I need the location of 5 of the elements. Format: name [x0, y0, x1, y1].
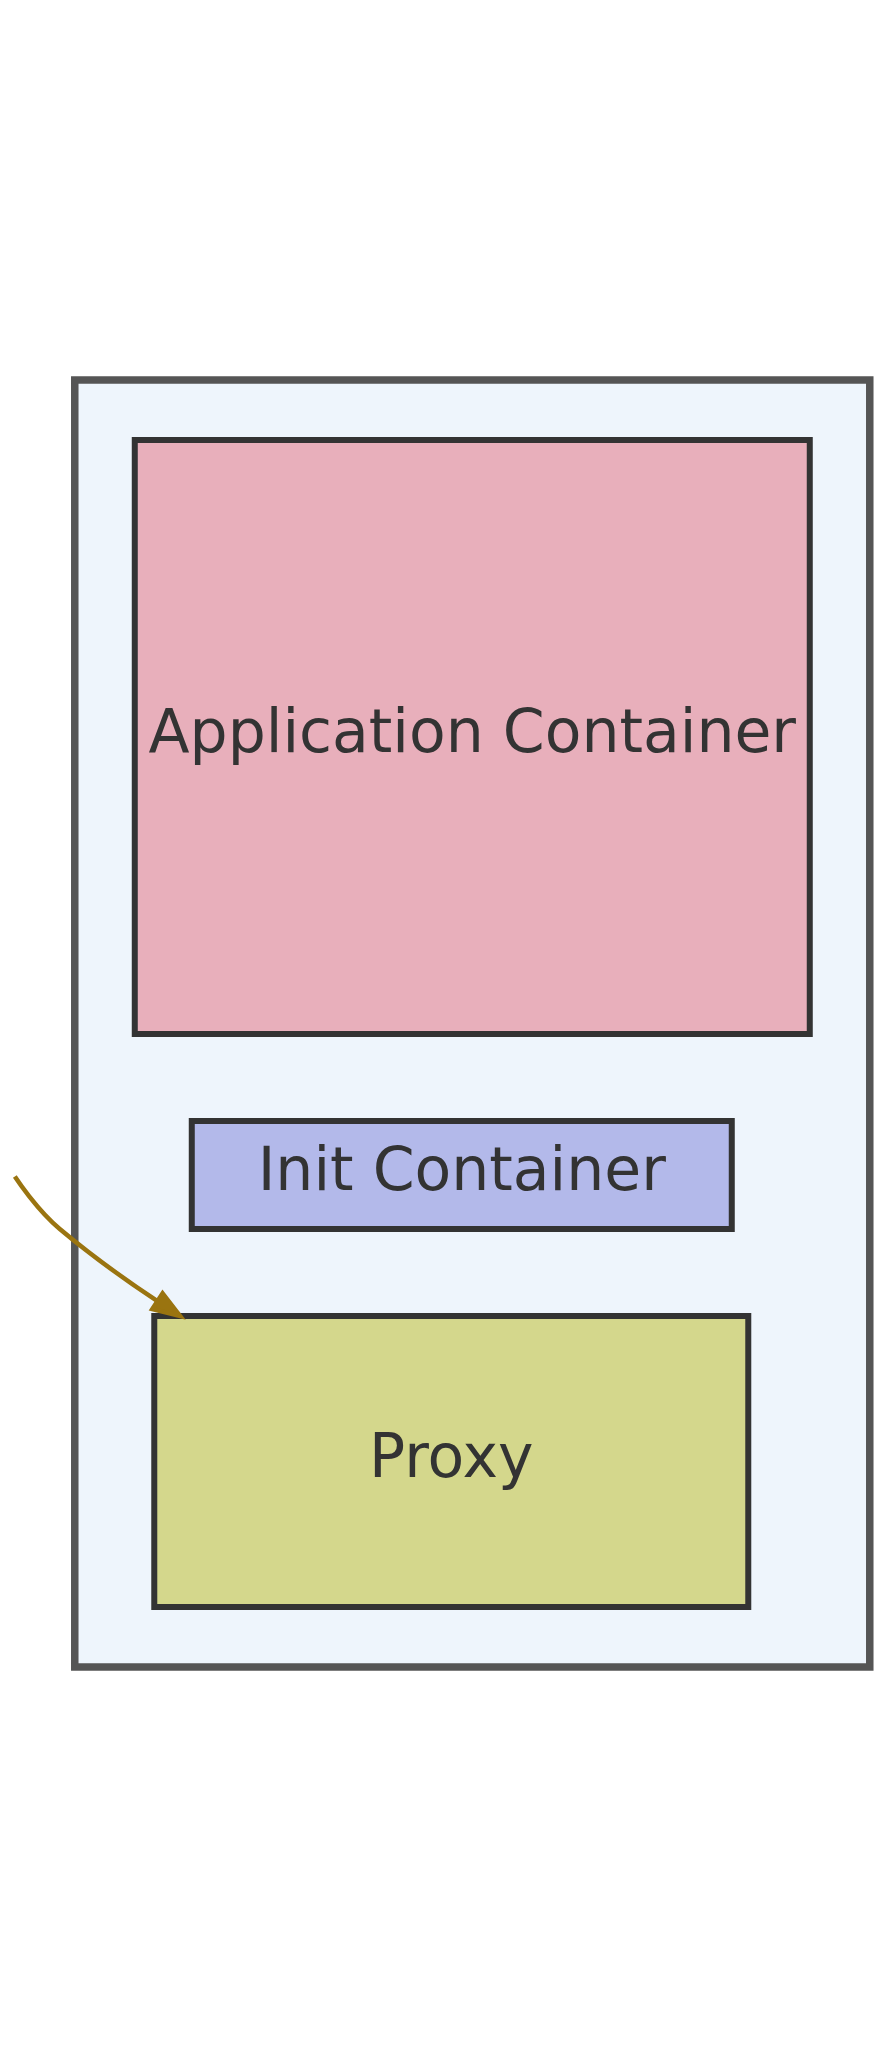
node-box: Init Container — [188, 1117, 735, 1232]
node-box: Proxy — [151, 1312, 752, 1610]
arrow — [12, 1174, 186, 1320]
cluster — [71, 375, 874, 1671]
node-box: Application Container — [131, 436, 813, 1037]
